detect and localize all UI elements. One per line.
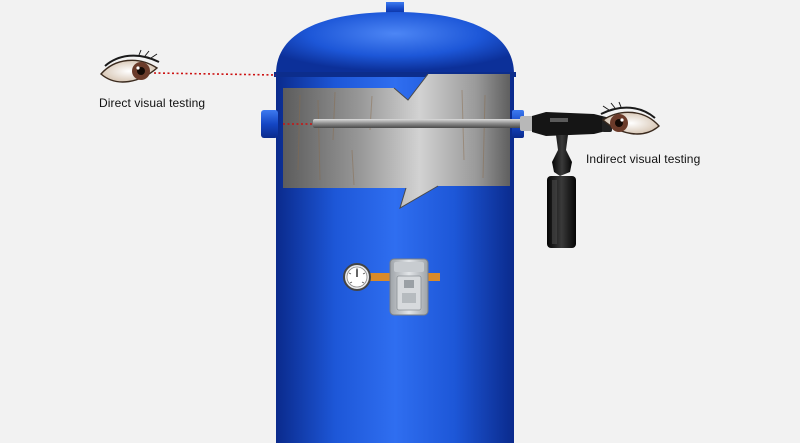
borescope-handle: [547, 176, 576, 248]
borescope-grip: [552, 135, 572, 176]
eye-icon: [100, 49, 160, 83]
side-nozzle-left: [261, 110, 278, 138]
pressure-switch-icon: [389, 258, 440, 316]
borescope-rod: [313, 119, 535, 128]
borescope-head: [532, 112, 606, 136]
direct-visual-testing-label: Direct visual testing: [99, 96, 206, 110]
eye-icon: [600, 101, 660, 135]
indirect-visual-testing-label: Indirect visual testing: [586, 152, 701, 166]
vessel-seam: [274, 72, 516, 77]
direct-sight-line: [153, 72, 277, 76]
vessel-dome: [276, 12, 514, 74]
vessel-cutaway: [283, 73, 510, 210]
pressure-vessel: [261, 2, 524, 443]
pressure-gauge-icon: [343, 263, 394, 291]
